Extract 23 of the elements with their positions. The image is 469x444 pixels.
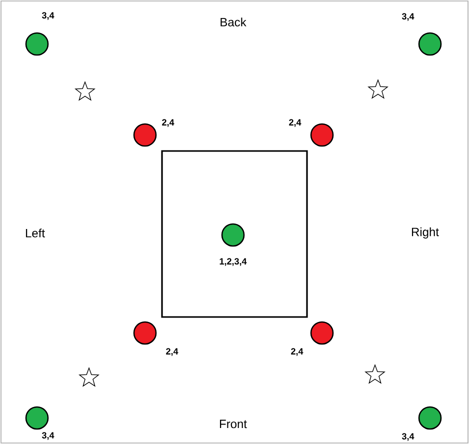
circle-label: 3,4 bbox=[402, 433, 414, 441]
side-label: Right bbox=[412, 227, 439, 239]
circle-label: 2,4 bbox=[289, 119, 302, 127]
circle-marker bbox=[25, 406, 49, 430]
circle-marker bbox=[310, 123, 334, 147]
circle-label: 2,4 bbox=[162, 119, 174, 127]
circle-marker bbox=[133, 321, 157, 345]
square bbox=[161, 150, 308, 318]
circle-label: 3,4 bbox=[42, 12, 54, 20]
circle-label: 2,4 bbox=[166, 348, 178, 356]
circle-marker bbox=[418, 32, 442, 56]
circle-marker bbox=[221, 223, 245, 247]
circle-label: 3,4 bbox=[402, 13, 414, 21]
side-label: Back bbox=[220, 18, 246, 26]
circle-label: 2,4 bbox=[291, 348, 304, 356]
circle-label: 1,2,3,4 bbox=[220, 258, 247, 266]
side-label: Front bbox=[220, 420, 247, 428]
circle-marker bbox=[133, 123, 157, 147]
circle-marker bbox=[418, 406, 442, 430]
circle-label: 3,4 bbox=[42, 432, 54, 440]
circle-marker bbox=[310, 321, 334, 345]
circle-marker bbox=[25, 32, 49, 56]
side-label: Left bbox=[26, 228, 45, 238]
